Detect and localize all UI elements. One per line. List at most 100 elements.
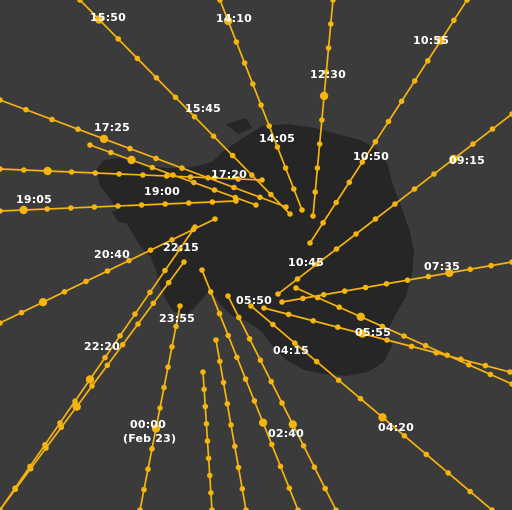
track-dot <box>162 201 168 207</box>
track-dot <box>408 343 415 350</box>
track-dot <box>489 507 495 510</box>
track-dot <box>165 364 171 371</box>
track-dot <box>466 362 472 368</box>
track-dot <box>270 321 276 328</box>
track-dot <box>487 371 494 378</box>
track-dot <box>464 0 470 3</box>
track-dot <box>23 106 29 113</box>
time-label: 09:15 <box>449 154 485 167</box>
track-dot <box>89 383 95 389</box>
track-dot <box>310 318 317 324</box>
time-label: 15:50 <box>90 11 126 24</box>
track-dot <box>172 94 179 101</box>
track-dot <box>235 176 241 182</box>
time-label: 05:50 <box>236 294 272 307</box>
track-dot <box>57 420 63 426</box>
track-dot <box>147 247 154 253</box>
pass-marker-dot <box>85 375 95 384</box>
track-dot <box>392 201 398 207</box>
track-dot <box>140 172 146 178</box>
track-dot <box>104 268 111 274</box>
track-dot <box>108 149 114 156</box>
track-dot <box>236 314 242 321</box>
track-dot <box>253 202 259 208</box>
track-dot <box>330 0 336 3</box>
track-dot <box>274 144 281 150</box>
track-dot <box>328 21 334 27</box>
pass-marker-dot <box>224 16 233 26</box>
time-label: 17:25 <box>94 121 130 134</box>
track-dot <box>372 139 379 145</box>
track-dot <box>404 277 411 284</box>
track-dot <box>68 169 75 175</box>
satellite-track <box>0 226 196 510</box>
track-dot <box>384 337 390 343</box>
time-label: 17:20 <box>211 168 247 181</box>
track-dot <box>115 203 121 209</box>
track-dot <box>83 278 89 285</box>
pass-marker-dot <box>445 268 454 278</box>
pass-marker-dot <box>319 91 329 101</box>
track-dot <box>353 231 359 237</box>
track-dot <box>258 102 264 108</box>
time-label: 02:40 <box>268 427 304 440</box>
track-dot <box>231 184 237 191</box>
track-dot <box>213 337 219 343</box>
track-dot <box>210 133 217 139</box>
track-dot <box>379 323 386 330</box>
track-dot <box>383 281 390 287</box>
pass-marker-dot <box>449 154 458 164</box>
track-dot <box>208 490 214 496</box>
pass-marker-dot <box>19 205 28 215</box>
track-dot <box>21 167 27 173</box>
track-dot <box>115 36 121 42</box>
time-labels: 15:50 14:10 10:55 12:30 15:45 14:05 17:2… <box>16 11 485 445</box>
time-label: 10:50 <box>353 150 389 163</box>
track-dot <box>467 266 474 273</box>
track-dot <box>411 186 418 192</box>
track-dot <box>279 400 285 406</box>
time-label: 19:00 <box>144 185 180 198</box>
track-dot <box>202 403 209 410</box>
pass-marker-dot <box>43 166 52 176</box>
track-dot <box>300 295 306 302</box>
track-dot <box>319 117 325 123</box>
track-dot <box>163 173 170 179</box>
track-dot <box>283 204 289 210</box>
track-dot <box>249 172 255 178</box>
time-label: 22:15 <box>163 241 199 254</box>
track-dot <box>102 354 108 361</box>
time-label: 14:10 <box>216 12 252 25</box>
track-dot <box>257 357 264 364</box>
track-dot <box>220 379 227 386</box>
track-dot <box>310 213 316 219</box>
track-dot <box>325 45 332 51</box>
satellite-track <box>312 0 334 217</box>
track-dot <box>277 463 284 470</box>
track-dot <box>49 116 55 123</box>
track-dot <box>322 485 329 492</box>
track-dot <box>300 443 307 449</box>
track-dot <box>234 354 240 361</box>
track-dot <box>362 284 369 291</box>
track-dot <box>321 291 327 298</box>
track-dot <box>292 340 298 346</box>
track-dot <box>507 369 512 375</box>
track-dot <box>323 69 330 75</box>
track-dot <box>336 304 343 311</box>
track-dot <box>275 291 281 297</box>
track-dot <box>425 273 432 280</box>
time-label: 23:55 <box>159 312 195 325</box>
track-dot <box>269 441 275 448</box>
track-dot <box>246 336 253 342</box>
time-label: 04:15 <box>273 344 309 357</box>
track-dot <box>224 401 231 407</box>
track-dot <box>425 58 431 64</box>
track-dot <box>149 446 155 452</box>
track-dot <box>251 398 258 404</box>
track-dot <box>162 267 168 274</box>
track-dot <box>87 142 93 148</box>
track-dot <box>153 75 160 81</box>
time-label: 12:30 <box>310 68 346 81</box>
